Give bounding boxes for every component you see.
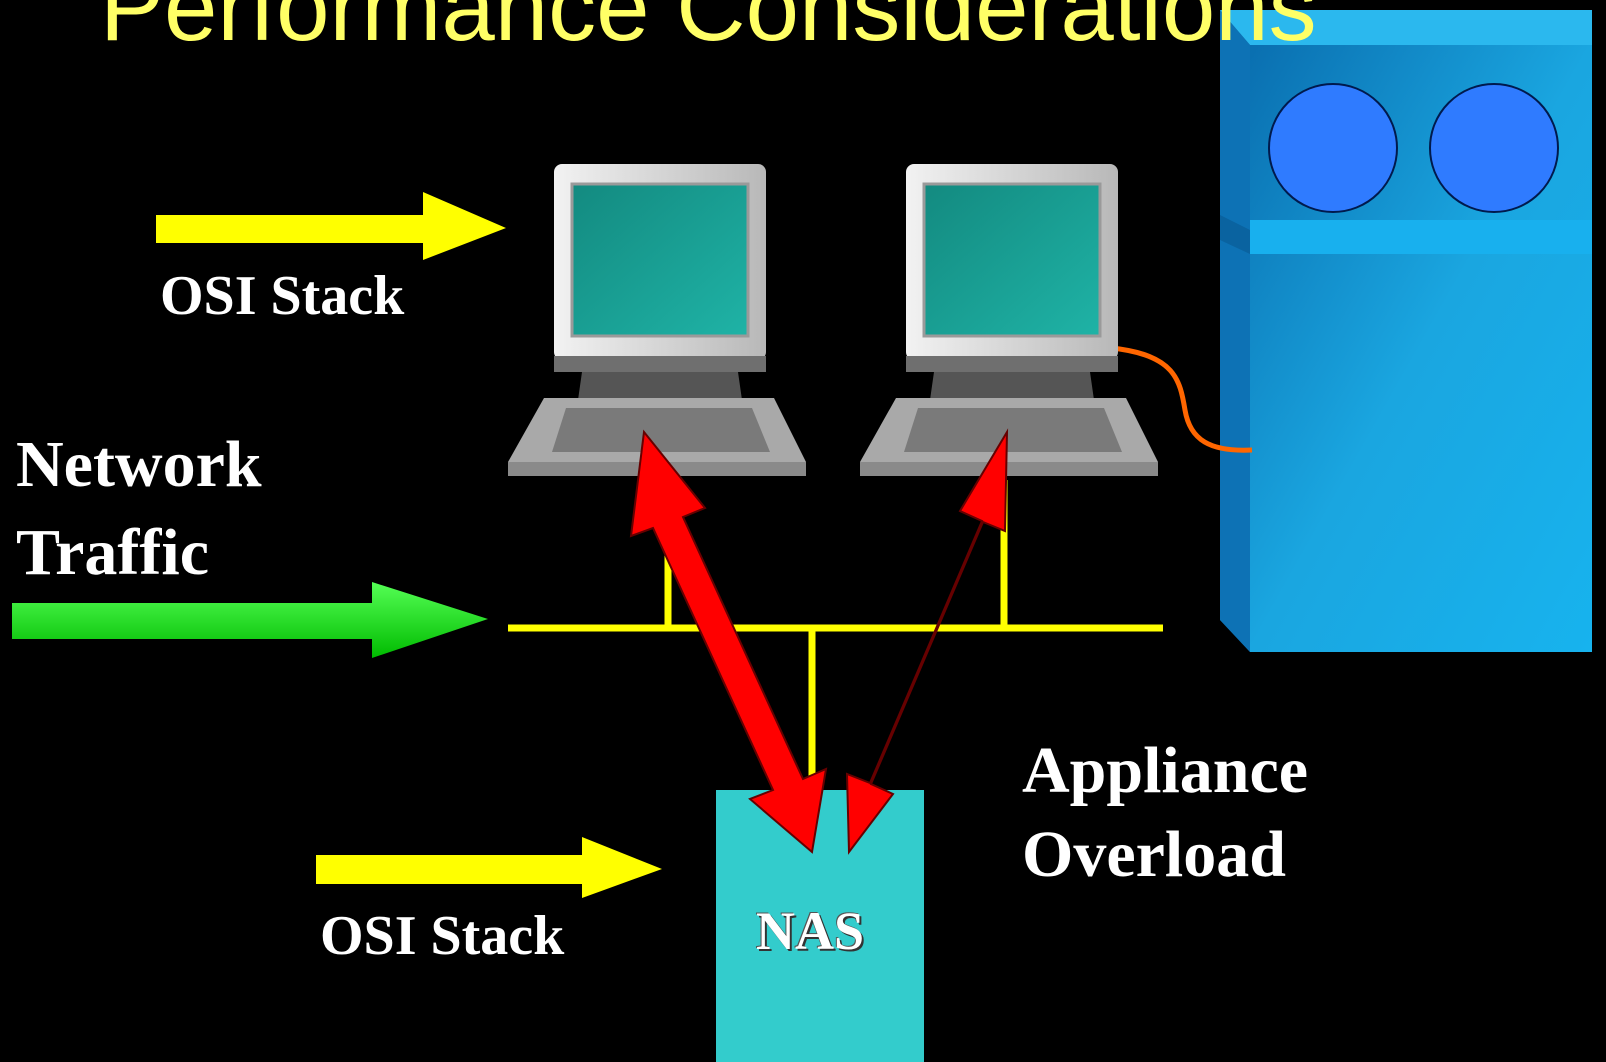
red-double-arrow-left — [629, 429, 828, 854]
nas-box — [716, 790, 924, 1062]
label-appliance-overload-line1: Appliance — [1022, 734, 1309, 807]
nas-label: NAS — [756, 901, 865, 961]
label-osi-stack-bottom: OSI Stack — [320, 905, 565, 967]
server-tower — [1220, 10, 1592, 652]
server-cable — [1111, 345, 1253, 453]
yellow-arrow-top — [156, 192, 506, 260]
label-network-traffic-line2: Traffic — [16, 516, 210, 589]
label-osi-stack-top: OSI Stack — [160, 265, 405, 327]
client-computer-left — [508, 164, 806, 476]
server-disk-right — [1429, 83, 1559, 213]
client-computer-right — [860, 164, 1158, 476]
slide-title: Performance Considerations — [100, 0, 1317, 61]
network-traffic-arrow — [12, 582, 488, 658]
yellow-arrow-bottom — [316, 837, 662, 898]
server-disk-left — [1268, 83, 1398, 213]
label-network-traffic-line1: Network — [16, 428, 262, 501]
label-appliance-overload-line2: Overload — [1022, 818, 1286, 891]
red-double-arrow-right — [845, 428, 1009, 855]
